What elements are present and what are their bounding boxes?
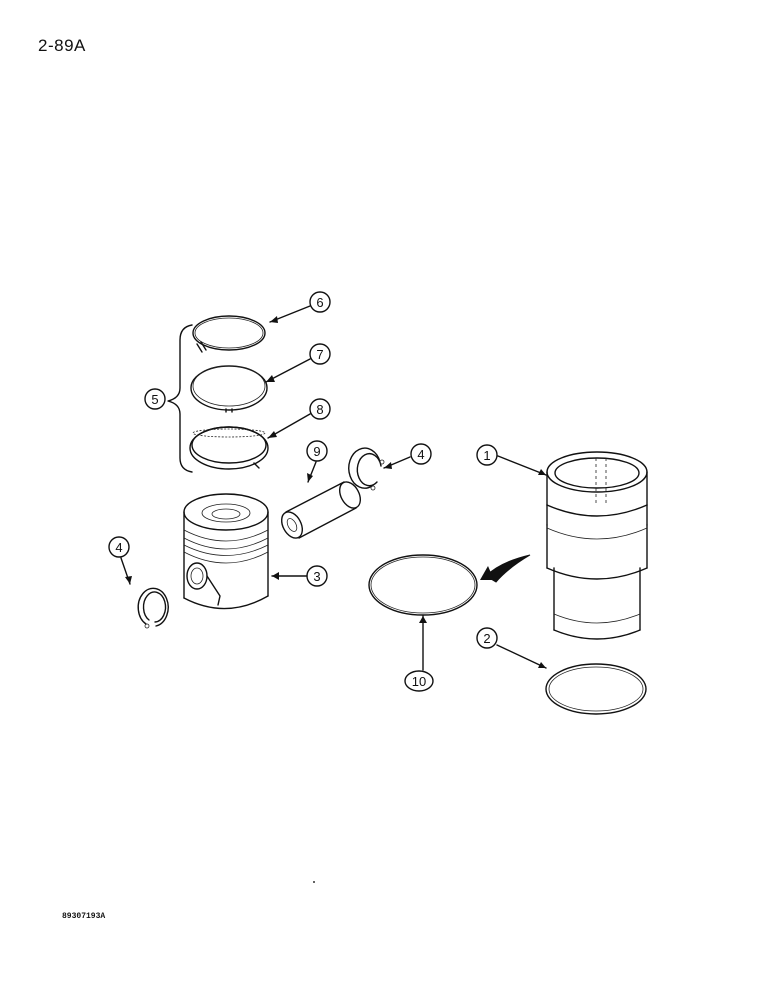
figure-code: 89307193A [62,912,106,921]
second-compression-ring [190,365,268,413]
callout-6: 6 [309,291,331,313]
ring-set-bracket [167,324,193,473]
piston-pin [280,481,362,539]
callout-5: 5 [144,388,166,410]
top-compression-ring [192,315,266,353]
callout-8-label: 8 [316,402,323,417]
callout-4-left: 4 [108,536,130,558]
callout-1-label: 1 [483,448,490,463]
callout-10-label: 10 [412,674,426,689]
callout-4-right-label: 4 [417,447,424,462]
callout-1: 1 [476,444,498,466]
callout-5-label: 5 [151,392,158,407]
callout-8: 8 [309,398,331,420]
piston [183,493,269,610]
cylinder-sleeve [546,451,648,640]
oil-control-ring [189,426,269,470]
leader-lines [120,305,547,671]
o-ring-seal [368,554,478,616]
install-direction-arrow [480,554,531,583]
callout-9-label: 9 [313,444,320,459]
print-speck [313,881,315,883]
callout-4-left-label: 4 [115,540,122,555]
callout-7-label: 7 [316,347,323,362]
callout-10: 10 [404,670,434,692]
callout-3: 3 [306,565,328,587]
callout-7: 7 [309,343,331,365]
sleeve-seal-ring [545,663,647,715]
callout-4-right: 4 [410,443,432,465]
callout-2: 2 [476,627,498,649]
callout-2-label: 2 [483,631,490,646]
snap-ring-right [348,447,385,491]
callout-6-label: 6 [316,295,323,310]
callout-3-label: 3 [313,569,320,584]
snap-ring-left [137,587,169,629]
page-number: 2-89A [38,36,86,55]
callout-9: 9 [306,440,328,462]
